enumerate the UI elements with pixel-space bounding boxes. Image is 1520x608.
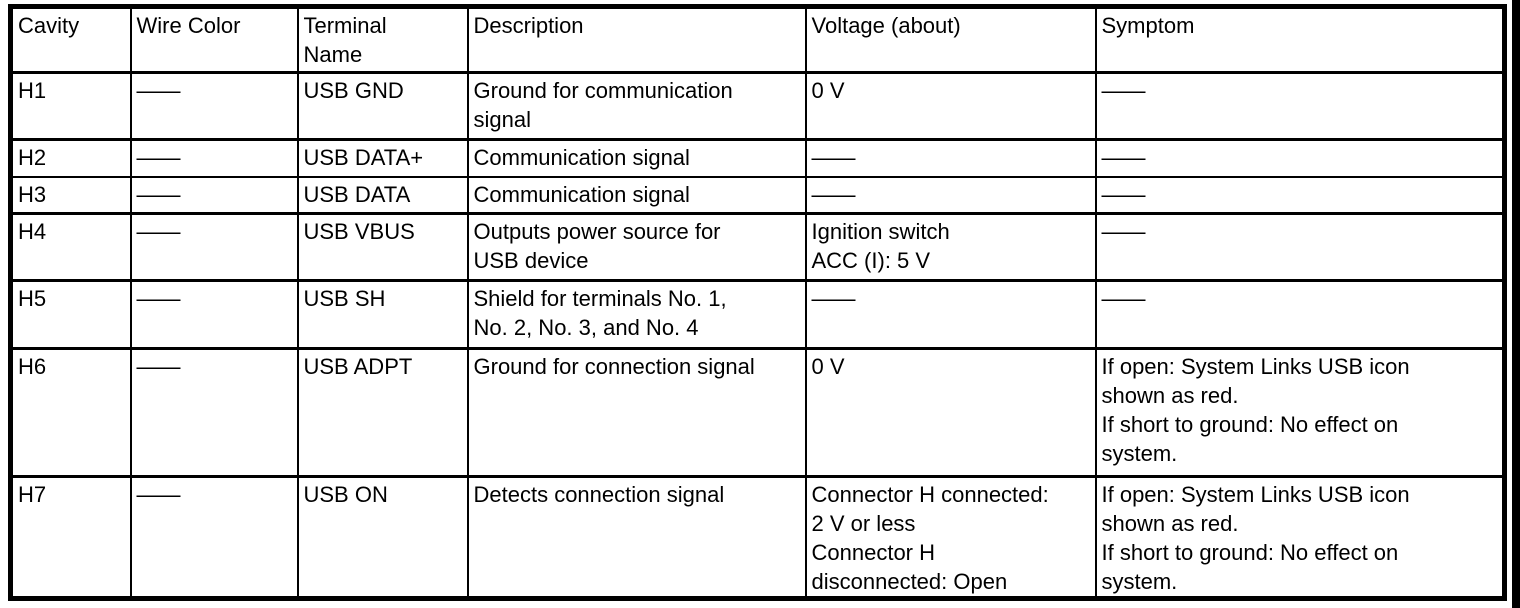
cell-h7-symptom: If open: System Links USB icon shown as … (1094, 475, 1506, 600)
cell-h6-terminal-name: USB ADPT (296, 347, 469, 478)
cell-h1-wire-color: —— (129, 71, 299, 141)
cell-h7-wire-color: —— (129, 475, 299, 600)
header-description: Description (466, 5, 807, 74)
cell-h2-voltage: —— (804, 138, 1097, 178)
cell-h6-voltage: 0 V (804, 347, 1097, 478)
cell-h5-cavity: H5 (9, 279, 132, 350)
cell-h2-cavity: H2 (9, 138, 132, 178)
cell-h2-description: Communication signal (466, 138, 807, 178)
cell-h4-cavity: H4 (9, 212, 132, 282)
table-row-h4: H4 —— USB VBUS Outputs power source for … (9, 212, 1506, 282)
table-row-h5: H5 —— USB SH Shield for terminals No. 1,… (9, 279, 1506, 350)
table-row-h6: H6 —— USB ADPT Ground for connection sig… (9, 347, 1506, 478)
cell-h4-description: Outputs power source for USB device (466, 212, 807, 282)
header-terminal-name: Terminal Name (296, 5, 469, 74)
cell-h4-symptom: —— (1094, 212, 1506, 282)
cell-h2-symptom: —— (1094, 138, 1506, 178)
cell-h7-voltage: Connector H connected: 2 V or less Conne… (804, 475, 1097, 600)
header-voltage: Voltage (about) (804, 5, 1097, 74)
table-row-h2: H2 —— USB DATA+ Communication signal —— … (9, 138, 1506, 178)
page-edge-line (1512, 0, 1520, 608)
cell-h6-symptom: If open: System Links USB icon shown as … (1094, 347, 1506, 478)
cell-h7-description: Detects connection signal (466, 475, 807, 600)
cell-h1-terminal-name: USB GND (296, 71, 469, 141)
cell-h4-wire-color: —— (129, 212, 299, 282)
cell-h5-description: Shield for terminals No. 1, No. 2, No. 3… (466, 279, 807, 350)
cell-h4-terminal-name: USB VBUS (296, 212, 469, 282)
header-wire-color: Wire Color (129, 5, 299, 74)
cell-h3-wire-color: —— (129, 175, 299, 215)
cell-h7-cavity: H7 (9, 475, 132, 600)
cell-h4-voltage: Ignition switch ACC (I): 5 V (804, 212, 1097, 282)
header-symptom: Symptom (1094, 5, 1506, 74)
cell-h3-terminal-name: USB DATA (296, 175, 469, 215)
terminal-pinout-table: Cavity Wire Color Terminal Name Descript… (8, 4, 1507, 601)
cell-h6-description: Ground for connection signal (466, 347, 807, 478)
cell-h5-symptom: —— (1094, 279, 1506, 350)
table-row-h1: H1 —— USB GND Ground for communication s… (9, 71, 1506, 141)
cell-h5-wire-color: —— (129, 279, 299, 350)
cell-h2-terminal-name: USB DATA+ (296, 138, 469, 178)
cell-h5-voltage: —— (804, 279, 1097, 350)
header-row: Cavity Wire Color Terminal Name Descript… (9, 5, 1506, 74)
cell-h5-terminal-name: USB SH (296, 279, 469, 350)
cell-h3-voltage: —— (804, 175, 1097, 215)
cell-h2-wire-color: —— (129, 138, 299, 178)
cell-h3-cavity: H3 (9, 175, 132, 215)
cell-h1-symptom: —— (1094, 71, 1506, 141)
cell-h7-terminal-name: USB ON (296, 475, 469, 600)
cell-h1-description: Ground for communication signal (466, 71, 807, 141)
header-cavity: Cavity (9, 5, 132, 74)
cell-h6-wire-color: —— (129, 347, 299, 478)
cell-h3-symptom: —— (1094, 175, 1506, 215)
table-row-h7: H7 —— USB ON Detects connection signal C… (9, 475, 1506, 600)
cell-h6-cavity: H6 (9, 347, 132, 478)
cell-h3-description: Communication signal (466, 175, 807, 215)
table-row-h3: H3 —— USB DATA Communication signal —— —… (9, 175, 1506, 215)
cell-h1-cavity: H1 (9, 71, 132, 141)
cell-h1-voltage: 0 V (804, 71, 1097, 141)
